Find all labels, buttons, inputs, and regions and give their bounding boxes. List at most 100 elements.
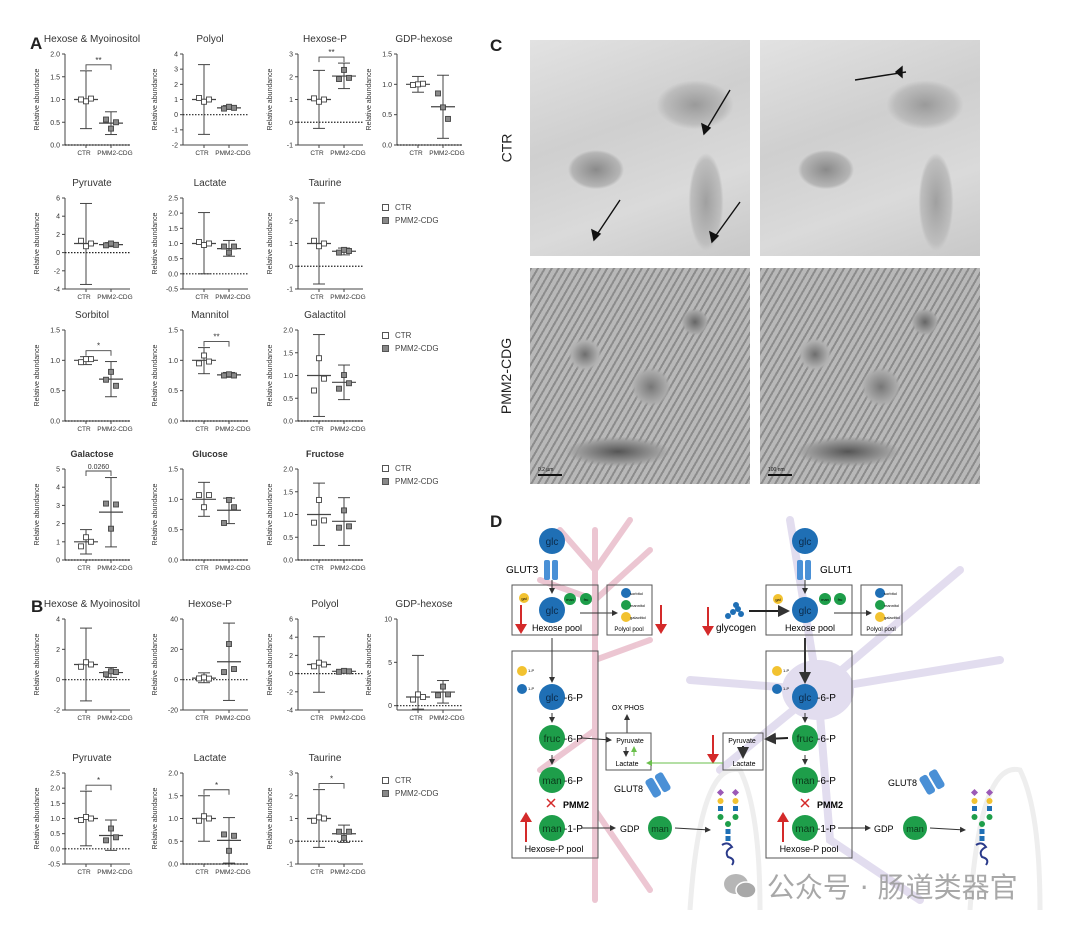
pmm-data-point <box>103 837 109 844</box>
ctr-swatch <box>382 465 389 473</box>
y-tick-label: -0.5 <box>48 862 60 869</box>
y-tick-label: 3 <box>289 196 293 203</box>
ctr-data-point <box>206 492 212 499</box>
y-tick-label: -0.5 <box>166 287 178 294</box>
hexose-p-pool-box <box>511 650 599 859</box>
glc-circle: glc <box>539 597 565 623</box>
pmm-data-point <box>221 243 227 250</box>
svg-text:man: man <box>795 824 814 835</box>
y-tick-label: 2 <box>56 647 60 654</box>
ctr-data-point <box>78 237 84 244</box>
y-tick-label: 10 <box>384 617 392 624</box>
pmm-data-point <box>231 104 237 111</box>
pmm-data-point <box>346 248 352 254</box>
panel-label-a: A <box>30 34 43 53</box>
x-tick-label: CTR <box>310 426 324 433</box>
fruc-6-p: fruc-6-P <box>792 725 836 751</box>
gdp-man: man <box>648 816 672 840</box>
y-axis-label: Relative abundance <box>152 344 159 406</box>
svg-text:-6-P: -6-P <box>564 693 583 704</box>
y-tick-label: 1.0 <box>283 512 293 519</box>
hexose-pool-box <box>511 584 599 636</box>
svg-text:fruc: fruc <box>544 734 561 745</box>
legend: CTR PMM2-CDG <box>382 462 439 488</box>
y-tick-label: 1.0 <box>168 497 178 504</box>
y-tick-label: 2.0 <box>168 771 178 778</box>
pmm-data-point <box>231 372 237 379</box>
y-tick-label: 5 <box>56 467 60 474</box>
metabolic-pathway-diagram: glc GLUT3 gal glc man fru Hexose pool so… <box>506 516 1043 910</box>
pmm-data-point <box>103 116 109 123</box>
fruc-6-p: fruc-6-P <box>539 725 583 751</box>
x-tick-label: CTR <box>195 565 209 572</box>
glut3-label: GLUT3 <box>506 565 539 576</box>
x-tick-label: PMM2-CDG <box>330 294 365 301</box>
pyruvate-label: Pyruvate <box>616 738 644 745</box>
x-tick-label: PMM2-CDG <box>330 869 365 876</box>
ctr-data-point <box>311 663 317 670</box>
x-tick-label: CTR <box>409 150 423 157</box>
pmm-data-point <box>341 246 347 253</box>
lactate-label: Lactate <box>733 761 756 768</box>
pyruvate-label: Pyruvate <box>728 738 756 745</box>
chart-title: Taurine <box>309 178 342 189</box>
svg-text:man: man <box>821 597 829 602</box>
pmm-data-point <box>445 691 451 698</box>
ctr-data-point <box>196 360 202 367</box>
svg-text:galactitol: galactitol <box>884 615 900 620</box>
legend-label: CTR <box>395 331 412 340</box>
pmm-swatch <box>382 478 389 486</box>
y-tick-label: 1.0 <box>50 816 60 823</box>
svg-text:gal: gal <box>775 597 780 602</box>
pmm-data-point <box>103 376 109 383</box>
glut8-transporter-icon <box>919 769 945 795</box>
y-tick-label: -2 <box>172 143 178 150</box>
ctr-data-point <box>196 239 202 245</box>
svg-text:sorbitol: sorbitol <box>884 591 897 596</box>
pmm-data-point <box>440 683 446 690</box>
pmm-data-point <box>346 380 352 387</box>
ctr-data-point <box>201 98 207 105</box>
pmm-data-point <box>231 504 237 511</box>
x-tick-label: PMM2-CDG <box>215 150 250 157</box>
chart-title: Hexose-P <box>303 34 347 45</box>
pmm-data-point <box>336 385 342 392</box>
y-tick-label: 0.0 <box>283 558 293 565</box>
hexose-p-pool-box <box>765 650 853 859</box>
x-tick-label: PMM2-CDG <box>215 715 250 722</box>
chart-title: Lactate <box>194 178 227 189</box>
y-axis-label: Relative abundance <box>34 633 41 695</box>
pmm-swatch <box>382 345 389 353</box>
row-label-pmm2-cdg: PMM2-CDG <box>498 337 515 415</box>
significance-bracket <box>85 350 112 356</box>
y-tick-label: 0.0 <box>168 558 178 565</box>
svg-text:mannitol: mannitol <box>630 603 645 608</box>
x-tick-label: PMM2-CDG <box>97 426 132 433</box>
y-tick-label: 6 <box>289 617 293 624</box>
y-tick-label: 1.5 <box>50 801 60 808</box>
y-tick-label: 5 <box>388 660 392 667</box>
significance-label: ** <box>95 56 101 65</box>
y-tick-label: -20 <box>168 708 178 715</box>
y-tick-label: 2 <box>289 218 293 225</box>
y-tick-label: 0.5 <box>168 388 178 395</box>
y-tick-label: 0.0 <box>168 862 178 869</box>
lactate-label: Lactate <box>616 761 639 768</box>
chart-title: Pyruvate <box>72 753 112 764</box>
y-tick-label: 4 <box>174 52 178 59</box>
y-axis-label: Relative abundance <box>152 68 159 130</box>
x-tick-label: PMM2-CDG <box>330 565 365 572</box>
x-tick-label: CTR <box>310 150 324 157</box>
y-tick-label: -1 <box>287 143 293 150</box>
legend-item-pmm: PMM2-CDG <box>382 214 439 227</box>
x-tick-label: CTR <box>77 150 91 157</box>
svg-text:-6-P: -6-P <box>817 693 836 704</box>
ctr-data-point <box>88 95 94 102</box>
x-tick-label: PMM2-CDG <box>97 150 132 157</box>
y-tick-label: 4 <box>56 617 60 624</box>
pmm-data-point <box>341 66 347 73</box>
svg-text:man: man <box>566 597 574 602</box>
